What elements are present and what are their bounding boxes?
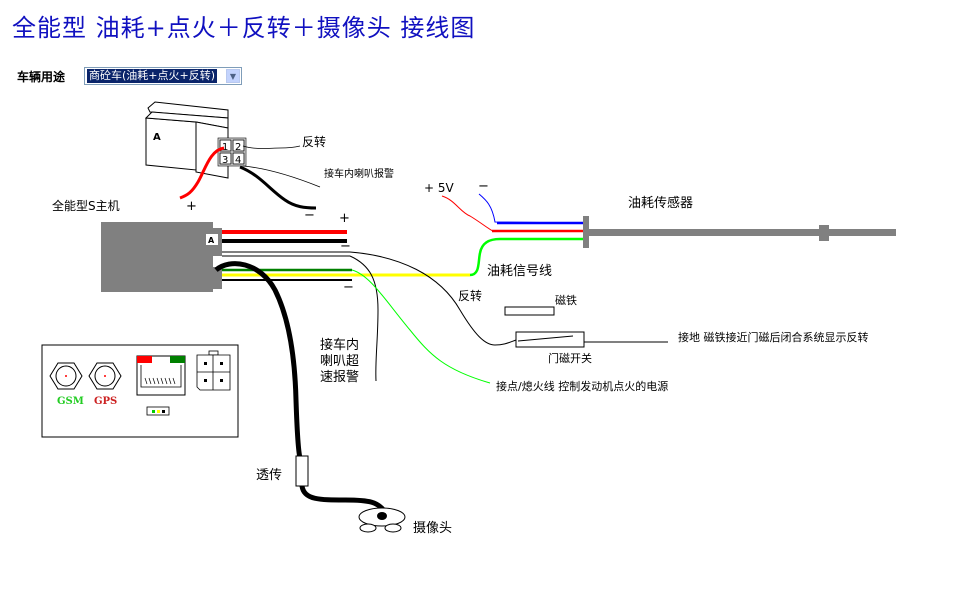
pin4-label: 接车内喇叭报警 bbox=[324, 167, 394, 180]
connector-a: A 1 2 3 4 bbox=[144, 101, 247, 179]
host-label: 全能型S主机 bbox=[52, 198, 120, 213]
reverse-label: 反转 bbox=[458, 288, 482, 303]
gps-label: GPS bbox=[94, 396, 117, 407]
host-minus-bottom: − bbox=[343, 280, 354, 295]
door-switch-label: 门磁开关 bbox=[548, 351, 592, 365]
fuel-plus-5v: + 5V bbox=[424, 181, 455, 195]
chevron-down-icon[interactable]: ▼ bbox=[226, 69, 240, 83]
speaker-label-line3: 速报警 bbox=[320, 369, 359, 385]
vehicle-usage-select[interactable]: 商砼车(油耗+点火+反转) ▼ bbox=[84, 67, 242, 85]
door-switch bbox=[515, 331, 585, 348]
connector-black-wire bbox=[239, 165, 317, 210]
gsm-label: GSM bbox=[57, 396, 84, 407]
page-title: 全能型 油耗+点火＋反转＋摄像头 接线图 bbox=[12, 14, 476, 42]
fuel-sensor-label: 油耗传感器 bbox=[628, 195, 693, 211]
fuel-minus: − bbox=[478, 179, 489, 194]
camera-cable bbox=[214, 261, 303, 459]
ground-note: 接地 磁铁接近门磁后闭合系统显示反转 bbox=[678, 330, 869, 344]
host-port-letter: A bbox=[208, 236, 215, 245]
transmit-module bbox=[295, 455, 309, 487]
speaker-wire bbox=[349, 255, 379, 382]
host-unit: A bbox=[101, 222, 222, 292]
connector-letter: A bbox=[153, 132, 161, 143]
camera-icon bbox=[358, 507, 406, 533]
speaker-label-line1: 接车内 bbox=[320, 337, 359, 353]
magnet bbox=[504, 306, 555, 316]
fuel-green-wire bbox=[469, 237, 583, 277]
ignition-note: 接点/熄火线 控制发动机点火的电源 bbox=[496, 379, 668, 393]
speaker-label-line2: 喇叭超 bbox=[320, 354, 359, 369]
ignition-wire bbox=[351, 269, 491, 384]
pin-4: 4 bbox=[235, 155, 241, 166]
magnet-label: 磁铁 bbox=[555, 294, 577, 307]
vehicle-usage-selected: 商砼车(油耗+点火+反转) bbox=[85, 68, 219, 84]
connector-pin4-wire bbox=[242, 165, 321, 188]
port-panel: GSM GPS bbox=[41, 344, 239, 438]
fuel-sensor bbox=[583, 216, 896, 248]
power-connector-icon bbox=[196, 350, 231, 391]
host-plus-top: + bbox=[339, 211, 350, 226]
fuel-red-wire-thin bbox=[441, 195, 583, 232]
pin-1: 1 bbox=[222, 142, 228, 153]
pin-2: 2 bbox=[235, 142, 241, 153]
camera-label: 摄像头 bbox=[413, 521, 452, 536]
connector-plus: + bbox=[186, 199, 197, 214]
reverse-wire bbox=[349, 251, 517, 346]
fuel-signal-label: 油耗信号线 bbox=[487, 264, 552, 279]
vehicle-usage-label: 车辆用途 bbox=[17, 70, 66, 84]
host-minus-mid: − bbox=[340, 239, 351, 254]
connector-red-wire bbox=[179, 146, 225, 200]
pin2-label: 反转 bbox=[302, 134, 326, 149]
pin-3: 3 bbox=[222, 155, 228, 166]
transmit-label: 透传 bbox=[256, 468, 282, 483]
connector-pin2-wire bbox=[242, 145, 301, 149]
connector-minus: − bbox=[304, 208, 315, 223]
